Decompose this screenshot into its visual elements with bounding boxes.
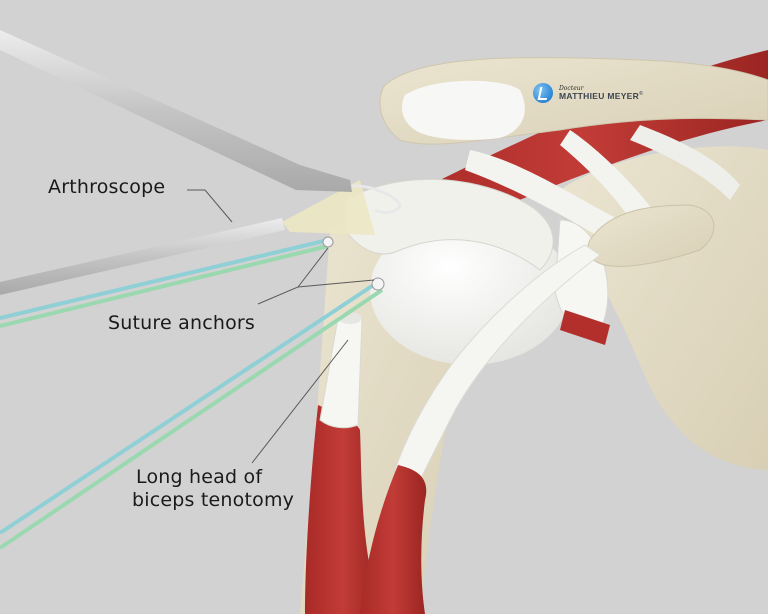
acromion-clavicle	[379, 57, 768, 145]
copyright-mark: ©	[639, 90, 644, 97]
suture-anchor-1	[322, 236, 334, 248]
watermark-prefix: Docteur	[559, 84, 584, 92]
leader-lines	[187, 189, 375, 464]
surgical-probe-instrument	[0, 30, 402, 214]
watermark-name: MATTHIEU MEYER©	[559, 90, 644, 101]
label-arthroscope: Arthroscope	[48, 176, 166, 198]
arthroscope-instrument	[0, 218, 285, 295]
label-biceps-line2: biceps tenotomy	[132, 489, 295, 511]
author-logo-icon	[533, 83, 553, 103]
label-biceps-tenotomy: Long head of biceps tenotomy	[132, 466, 294, 512]
suture-anchor-2	[371, 277, 385, 291]
label-suture-anchors: Suture anchors	[108, 312, 256, 334]
biceps-leader	[251, 339, 349, 464]
suture-strands	[0, 238, 384, 550]
arthroscope-light-beam	[282, 180, 375, 235]
watermark-name-text: MATTHIEU MEYER	[559, 90, 640, 101]
label-biceps-line1: Long head of	[136, 466, 263, 488]
coracoclavicular-ligament	[560, 130, 660, 235]
coracoid-process	[587, 204, 715, 267]
arthroscope-leader	[187, 189, 233, 223]
biceps-muscle	[305, 405, 427, 614]
subscapularis-muscle	[560, 310, 610, 345]
author-watermark: Docteur MATTHIEU MEYER©	[533, 83, 643, 103]
coracoacromial-ligament	[465, 150, 620, 240]
short-head-biceps-tendon	[394, 244, 601, 481]
ligament-band	[630, 125, 740, 200]
